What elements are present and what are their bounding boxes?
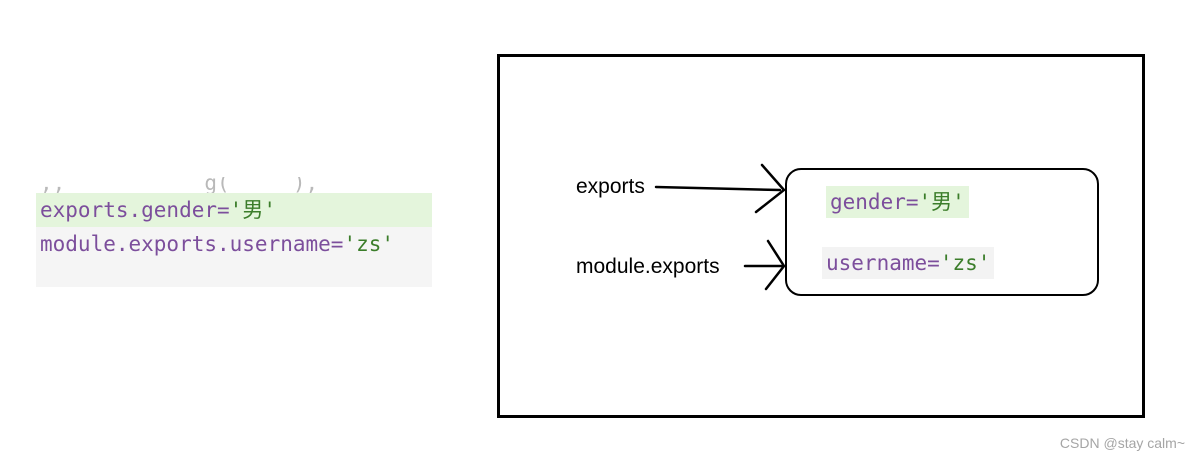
code-line-exports-gender: exports.gender='男': [36, 193, 432, 227]
code-identifier: module.exports.username: [40, 232, 331, 256]
code-string: 'zs': [343, 232, 395, 256]
module-exports-ref-label: module.exports: [576, 255, 720, 278]
code-identifier: exports.gender: [40, 198, 218, 222]
property-value: '男': [918, 190, 965, 214]
property-key: username: [826, 251, 928, 275]
code-string: '男': [229, 198, 276, 222]
property-operator: =: [905, 190, 919, 214]
watermark-text: CSDN @stay calm~: [1059, 435, 1185, 451]
username-property: username='zs': [822, 247, 995, 279]
gender-property: gender='男': [826, 186, 969, 218]
code-operator: =: [217, 198, 230, 222]
exports-ref-label: exports: [576, 175, 645, 198]
property-value: 'zs': [939, 251, 991, 275]
diagram-frame: [497, 54, 1145, 418]
cropped-code-fragment: ,, g( ),: [40, 177, 319, 193]
cropped-code-line: ,, g( ),: [40, 177, 380, 193]
property-key: gender: [830, 190, 906, 214]
property-operator: =: [927, 251, 940, 275]
code-line-module-exports-username: module.exports.username='zs': [36, 227, 432, 261]
code-operator: =: [330, 232, 344, 256]
code-snippet: exports.gender='男' module.exports.userna…: [36, 193, 432, 287]
